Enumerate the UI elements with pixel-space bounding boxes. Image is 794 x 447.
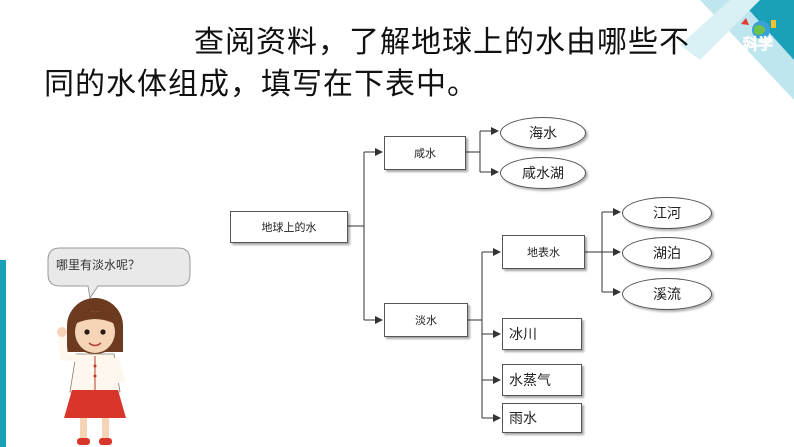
slide-title: 查阅资料，了解地球上的水由哪些不 同的水体组成，填写在下表中。	[44, 22, 734, 106]
node-surface-water: 地表水	[502, 235, 585, 269]
node-rain: 雨水	[502, 403, 582, 433]
speech-bubble	[47, 247, 191, 300]
node-lake: 湖泊	[622, 237, 712, 269]
node-river: 江河	[622, 197, 712, 229]
node-earth-water: 地球上的水	[230, 211, 348, 243]
corner-decoration	[680, 0, 794, 100]
title-line-1: 查阅资料，了解地球上的水由哪些不	[194, 25, 690, 60]
globe-icon	[741, 18, 776, 39]
logo-text: 科学	[743, 35, 774, 54]
speech-bubble-text: 哪里有淡水呢？	[56, 258, 141, 272]
science-logo: 科学	[737, 16, 781, 54]
node-salt-lake: 咸水湖	[500, 157, 586, 189]
accent-bar	[0, 260, 6, 447]
node-fresh-water: 淡水	[384, 303, 468, 337]
title-line-2: 同的水体组成，填写在下表中。	[44, 67, 478, 102]
node-salt-water: 咸水	[384, 136, 466, 170]
node-glacier: 冰川	[502, 318, 582, 350]
node-water-vapor: 水蒸气	[502, 364, 582, 396]
girl-illustration	[57, 298, 126, 445]
node-sea-water: 海水	[500, 117, 586, 149]
node-stream: 溪流	[622, 278, 712, 310]
